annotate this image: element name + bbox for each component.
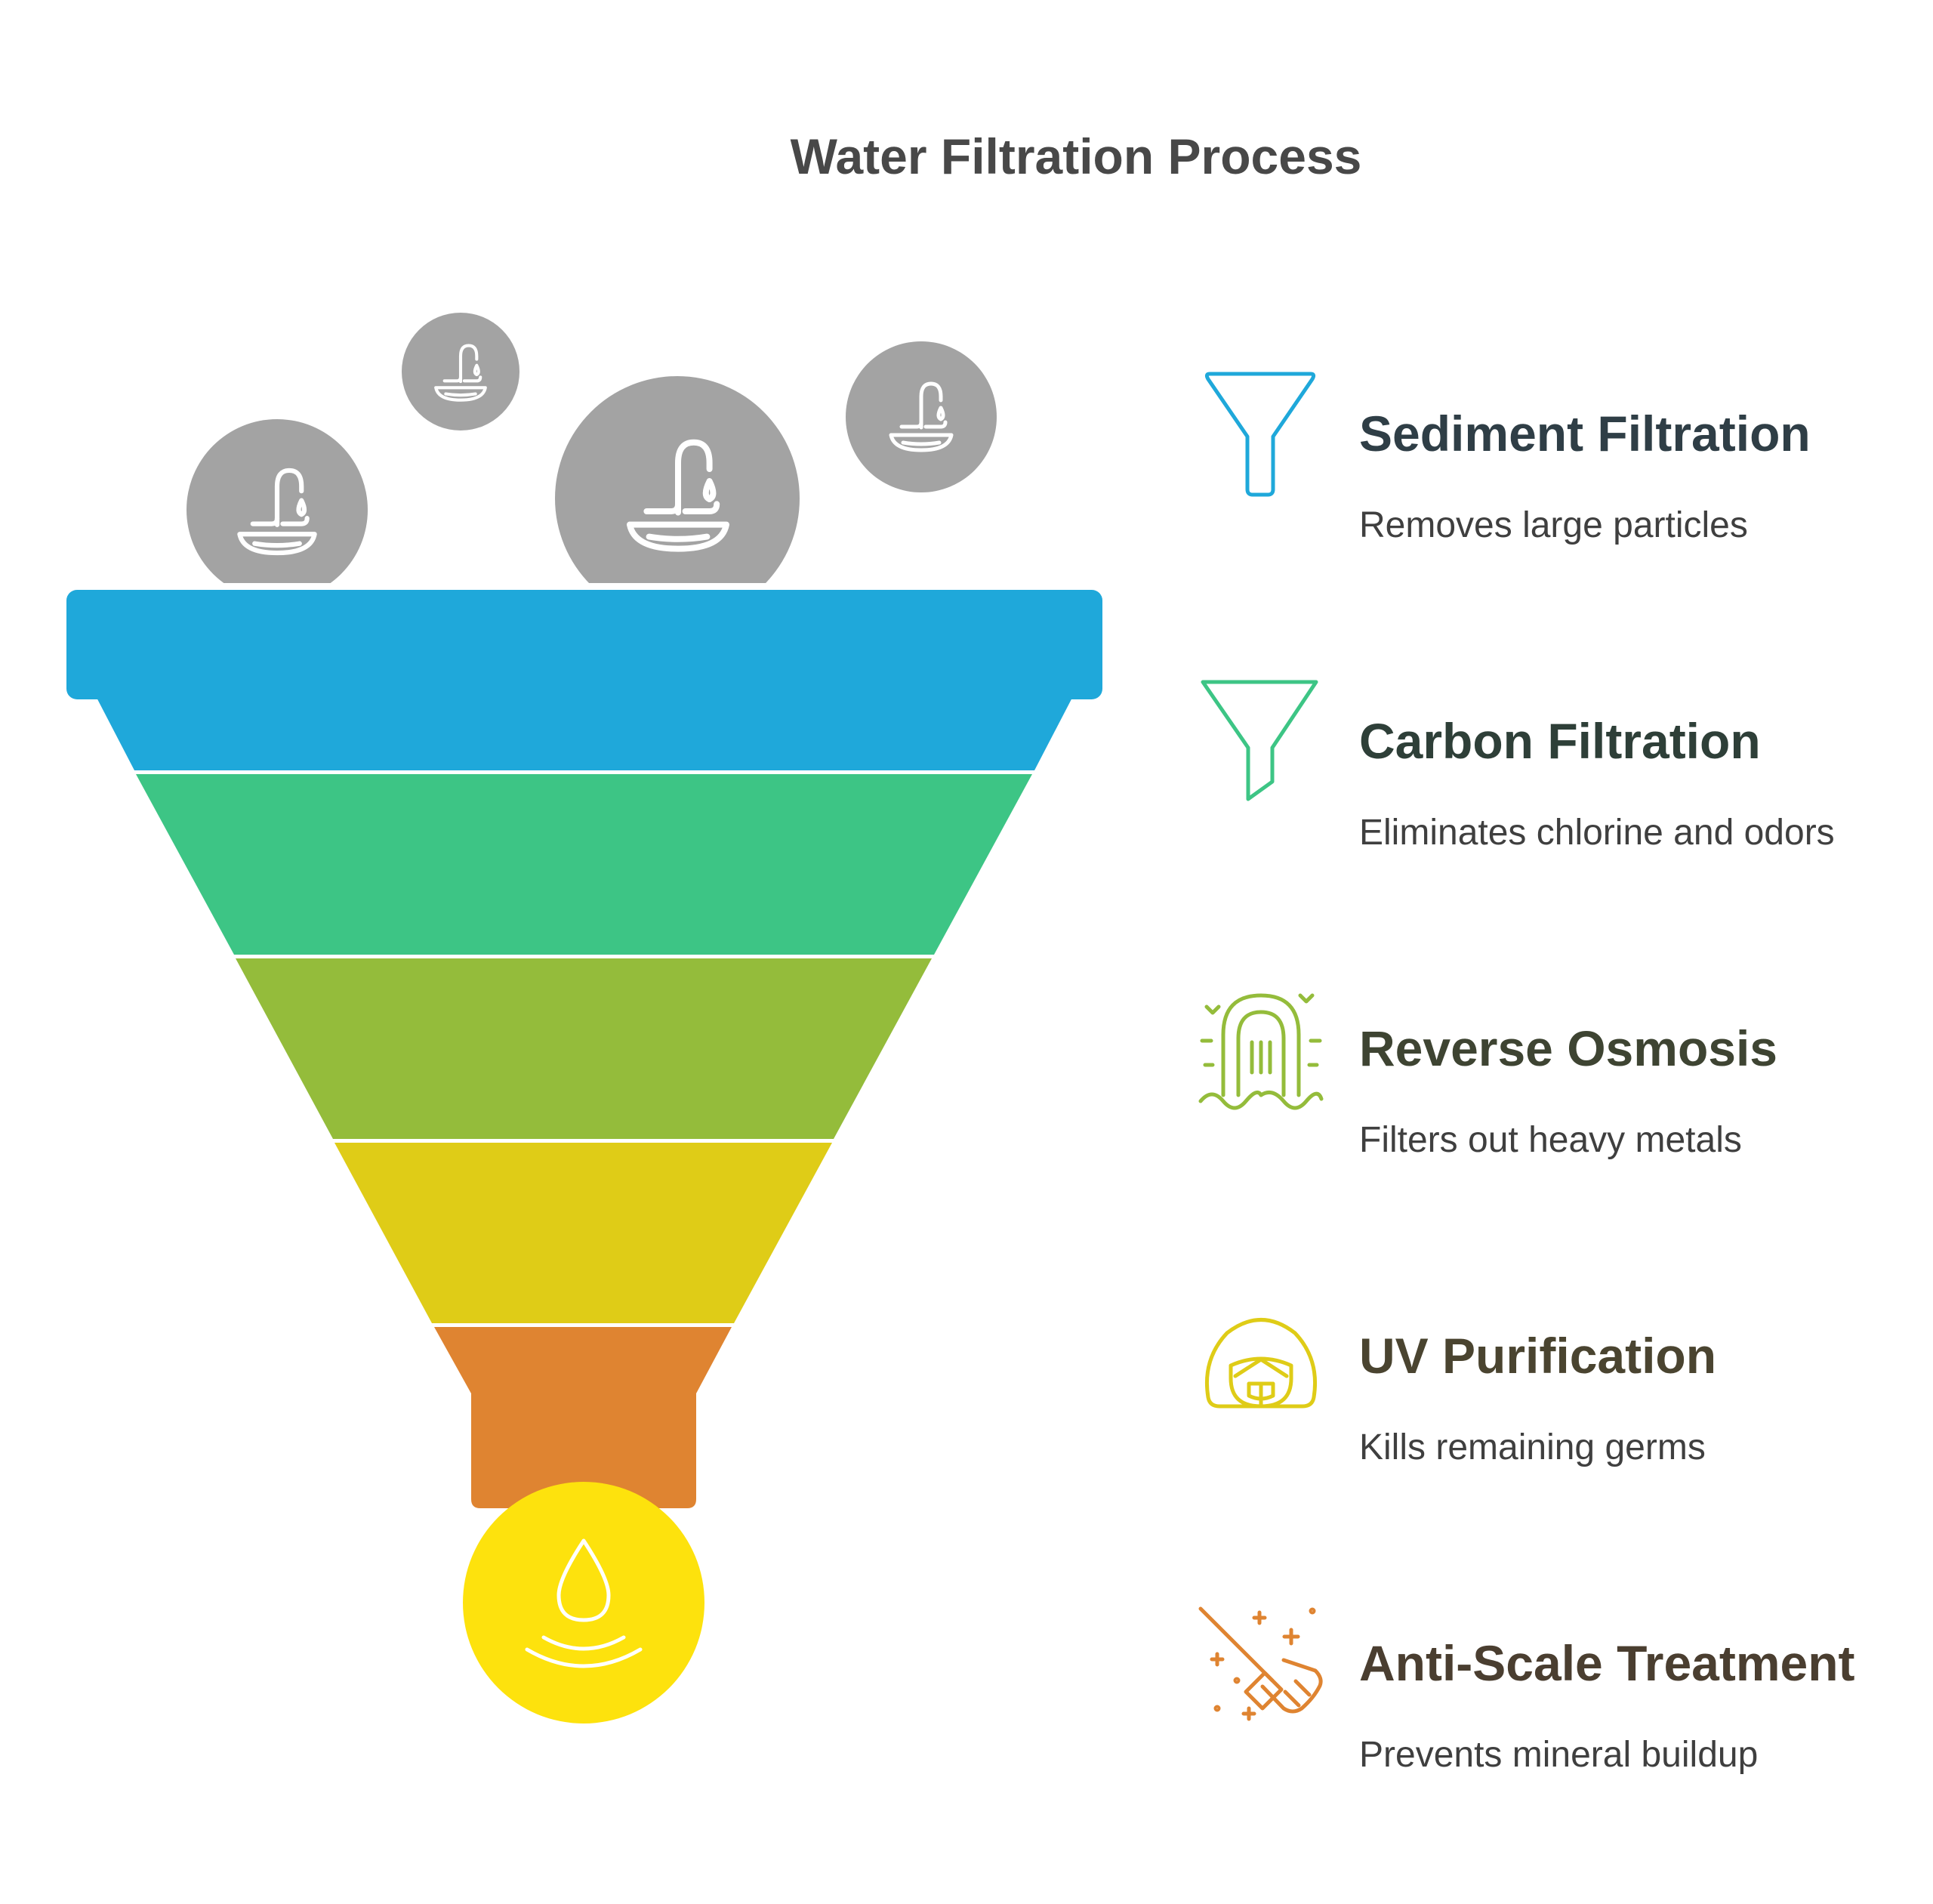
water-drop-icon <box>525 1538 643 1668</box>
stage-item: Anti-Scale Treatment Prevents mineral bu… <box>1198 1606 1855 1775</box>
stage-item: Reverse Osmosis Filters out heavy metals <box>1198 993 1777 1160</box>
funnel <box>66 590 1102 1508</box>
funnel-rim <box>66 590 1102 699</box>
input-circle <box>402 313 519 430</box>
stage-title: Anti-Scale Treatment <box>1359 1635 1855 1691</box>
output-circle-bg <box>463 1482 704 1723</box>
stage-item: Sediment Filtration Removes large partic… <box>1204 372 1811 545</box>
stage-item: Carbon Filtration Eliminates chlorine an… <box>1201 680 1835 853</box>
broom-sparkle-icon <box>1198 1606 1323 1721</box>
funnel-layer-carbon <box>136 774 1032 955</box>
funnel-layer-sediment <box>95 695 1074 770</box>
water-gate-icon <box>1198 993 1324 1110</box>
stage-description: Prevents mineral buildup <box>1359 1735 1758 1775</box>
funnel-icon <box>1204 372 1316 497</box>
input-circle <box>555 376 800 621</box>
stage-description: Filters out heavy metals <box>1359 1120 1742 1160</box>
masked-face-icon <box>1204 1318 1318 1409</box>
funnel-layer-anti-scale <box>434 1327 732 1508</box>
stage-description: Kills remaining germs <box>1359 1427 1706 1467</box>
stage-description: Removes large particles <box>1359 505 1748 545</box>
page-title: Water Filtration Process <box>791 128 1362 184</box>
funnel-layer-uv <box>334 1143 832 1323</box>
input-circle <box>846 341 997 492</box>
stage-description: Eliminates chlorine and odors <box>1359 813 1835 853</box>
stage-item: UV Purification Kills remaining germs <box>1204 1318 1716 1467</box>
stage-title: UV Purification <box>1359 1328 1716 1384</box>
output-circle <box>463 1482 704 1723</box>
input-circles <box>187 313 997 621</box>
stage-title: Reverse Osmosis <box>1359 1020 1777 1076</box>
stage-title: Carbon Filtration <box>1359 713 1761 769</box>
input-circle <box>187 419 368 600</box>
stage-list: Sediment Filtration Removes large partic… <box>1198 372 1855 1775</box>
funnel-layer-reverse-osmosis <box>236 958 932 1139</box>
stage-title: Sediment Filtration <box>1359 406 1811 461</box>
funnel-outline-icon <box>1201 680 1318 801</box>
